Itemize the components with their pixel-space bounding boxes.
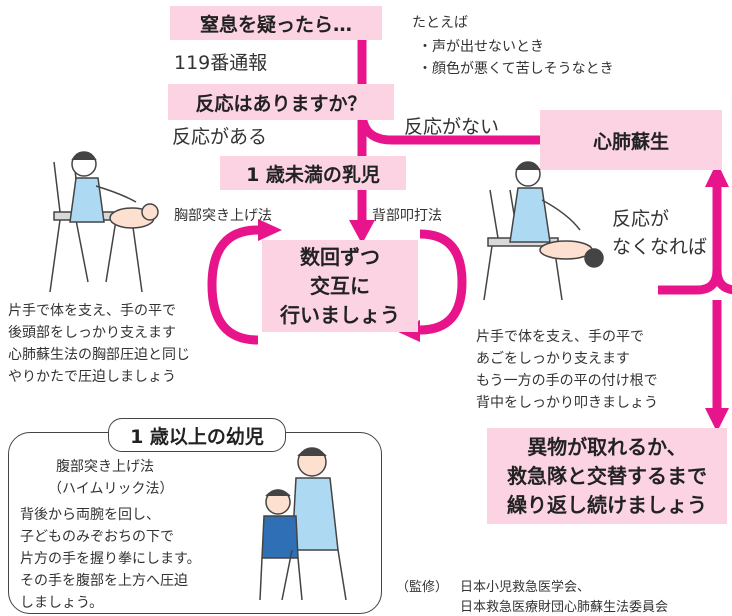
infant-label: 1 歳未満の乳児: [246, 163, 380, 186]
cycle-top-arrowhead: [258, 219, 282, 241]
back-blow-illustration: [483, 161, 604, 301]
child-step-line: 片方の手を握り拳にします。: [20, 551, 201, 567]
start-box: 窒息を疑ったら…: [170, 6, 382, 40]
alternate-line-2: 交互に: [310, 273, 370, 298]
bracket-left-arm: [658, 269, 722, 295]
cycle-left-arc: [207, 225, 259, 345]
repeat-line-2: 救急隊と交替するまで: [507, 463, 707, 488]
chest-thrust-label: 胸部突き上げ法: [174, 208, 272, 224]
cycle-right-arc: [419, 229, 467, 335]
right-instruction-line: 片手で体を支え、手の平で: [476, 329, 644, 345]
credit-label: （監修）: [396, 580, 449, 595]
example-item: ・声が出せないとき: [418, 39, 544, 55]
right-instructions: 片手で体を支え、手の平であごをしっかり支えますもう一方の手の平の付け根で背中をし…: [476, 326, 658, 414]
repeat-line-3: 繰り返し続けましょう: [507, 492, 707, 517]
child-step-line: その手を腹部を上方へ圧迫: [20, 573, 188, 589]
back-blow-label: 背部叩打法: [372, 208, 442, 224]
child-section-title: 1 歳以上の幼児: [108, 418, 286, 452]
heimlich-illustration: [259, 447, 347, 601]
alternate-line-1: 数回ずつ: [300, 244, 380, 269]
credit-line: 日本小児救急医学会、: [460, 580, 591, 595]
credit-line: 日本救急医療財団心肺蘇生法委員会: [460, 600, 669, 615]
repeat-line-1: 異物が取れるか、: [527, 434, 687, 459]
example-item: ・顔色が悪くて苦しそうなとき: [418, 61, 614, 77]
examples-title: たとえば: [412, 15, 468, 31]
chest-thrust-illustration: [49, 151, 159, 293]
repeat-box: 異物が取れるか、 救急隊と交替するまで 繰り返し続けましょう: [487, 428, 727, 524]
start-label: 窒息を疑ったら…: [199, 13, 352, 36]
if-unresponsive-line-1: 反応が: [612, 208, 670, 230]
child-step-line: 背後から両腕を回し、: [20, 507, 160, 523]
call-119-text: 119番通報: [174, 52, 268, 74]
left-instruction-line: 片手で体を支え、手の平で: [8, 303, 176, 319]
right-instruction-line: 背中をしっかり叩きましょう: [476, 395, 658, 411]
if-unresponsive-line-2: なくなれば: [612, 236, 708, 258]
alternate-line-3: 行いましょう: [280, 302, 400, 327]
alternate-box: 数回ずつ 交互に 行いましょう: [262, 240, 418, 332]
child-steps: 背後から両腕を回し、子どものみぞおちの下で片方の手を握り拳にします。その手を腹部…: [20, 504, 201, 614]
if-unresponsive-text: 反応がなくなれば: [612, 205, 707, 261]
question-box: 反応はありますか？: [168, 84, 394, 120]
child-title-label: 1 歳以上の幼児: [130, 425, 264, 448]
right-instruction-line: あごをしっかり支えます: [476, 351, 630, 367]
infant-box: 1 歳未満の乳児: [220, 156, 406, 190]
left-instruction-line: やりかたで圧迫しましょう: [8, 369, 176, 385]
down-arrowhead: [705, 408, 729, 432]
child-step-line: 子どものみぞおちの下で: [20, 529, 174, 545]
cpr-box: 心肺蘇生: [540, 110, 722, 170]
child-step-line: しましょう。: [20, 595, 104, 611]
spine-arrowhead: [349, 220, 375, 244]
no-response-text: 反応がない: [404, 116, 500, 138]
up-arrowhead: [705, 162, 729, 187]
child-method-sub: （ハイムリック法）: [48, 481, 174, 497]
left-instruction-line: 心肺蘇生法の胸部圧迫と同じ: [8, 347, 190, 363]
has-response-text: 反応がある: [172, 126, 268, 148]
right-instruction-line: もう一方の手の平の付け根で: [476, 373, 658, 389]
left-instruction-line: 後頭部をしっかり支えます: [8, 325, 176, 341]
question-label: 反応はありますか？: [195, 92, 367, 115]
child-method: 腹部突き上げ法: [56, 459, 154, 475]
left-instructions: 片手で体を支え、手の平で後頭部をしっかり支えます心肺蘇生法の胸部圧迫と同じやりか…: [8, 300, 190, 388]
cpr-label: 心肺蘇生: [592, 130, 669, 153]
